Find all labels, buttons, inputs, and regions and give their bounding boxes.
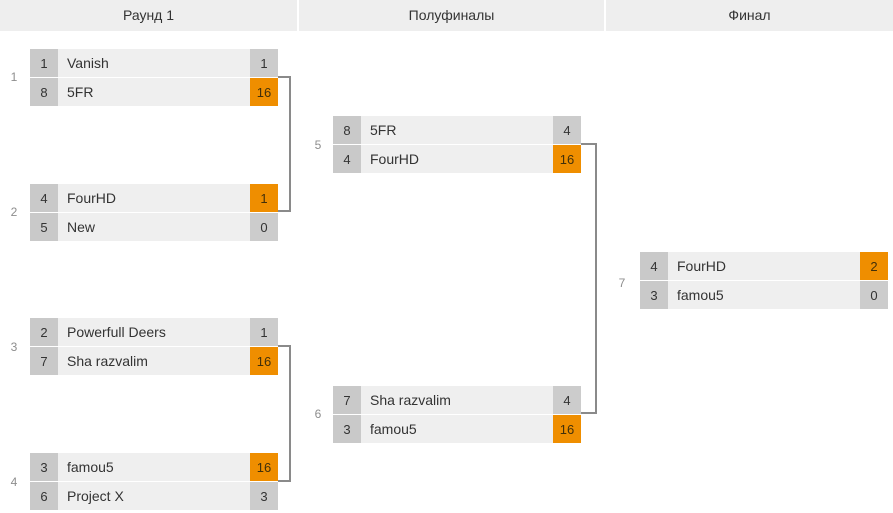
match-slot[interactable]: 7 Sha razvalim 4 [333,386,581,414]
match-slot[interactable]: 8 5FR 16 [30,78,278,106]
score-badge: 2 [860,252,888,280]
seed-badge: 4 [30,184,58,212]
score-badge: 1 [250,49,278,77]
match-number-6: 6 [314,407,322,421]
match-slot[interactable]: 3 famou5 16 [30,453,278,481]
match-7[interactable]: 4 FourHD 2 3 famou5 0 [640,252,888,310]
participant-name: New [67,219,96,235]
score-badge: 16 [250,453,278,481]
score-badge: 16 [250,347,278,375]
seed-badge: 6 [30,482,58,510]
score-badge: 16 [553,145,581,173]
score-badge: 1 [250,318,278,346]
seed-badge: 7 [30,347,58,375]
match-slot[interactable]: 4 FourHD 1 [30,184,278,212]
match-2[interactable]: 4 FourHD 1 5 New 0 [30,184,278,242]
match-number-4: 4 [10,475,18,489]
participant-name: 5FR [370,122,397,138]
round-headers: Раунд 1 Полуфиналы Финал [0,0,893,31]
match-number-2: 2 [10,205,18,219]
seed-badge: 8 [333,116,361,144]
match-slot[interactable]: 4 FourHD 16 [333,145,581,173]
participant-name: famou5 [67,459,114,475]
score-badge: 16 [250,78,278,106]
participant-name: Sha razvalim [370,392,451,408]
match-4[interactable]: 3 famou5 16 6 Project X 3 [30,453,278,511]
match-5[interactable]: 8 5FR 4 4 FourHD 16 [333,116,581,174]
match-3[interactable]: 2 Powerfull Deers 1 7 Sha razvalim 16 [30,318,278,376]
round-header-final: Финал [606,0,893,31]
seed-badge: 3 [640,281,668,309]
score-badge: 3 [250,482,278,510]
round-header-semifinals: Полуфиналы [299,0,604,31]
seed-badge: 7 [333,386,361,414]
score-badge: 1 [250,184,278,212]
seed-badge: 1 [30,49,58,77]
score-badge: 4 [553,386,581,414]
match-number-7: 7 [618,276,626,290]
match-slot[interactable]: 7 Sha razvalim 16 [30,347,278,375]
seed-badge: 4 [640,252,668,280]
seed-badge: 4 [333,145,361,173]
connector-round1-bottom [278,345,291,482]
participant-name: 5FR [67,84,94,100]
match-slot[interactable]: 6 Project X 3 [30,482,278,510]
seed-badge: 5 [30,213,58,241]
connector-semifinals [581,143,597,414]
seed-badge: 8 [30,78,58,106]
match-number-5: 5 [314,138,322,152]
participant-name: famou5 [677,287,724,303]
participant-name: Powerfull Deers [67,324,166,340]
participant-name: Vanish [67,55,109,71]
match-slot[interactable]: 8 5FR 4 [333,116,581,144]
participant-name: FourHD [67,190,117,206]
participant-name: Sha razvalim [67,353,148,369]
connector-round1-top [278,76,291,212]
participant-name: famou5 [370,421,417,437]
match-slot[interactable]: 2 Powerfull Deers 1 [30,318,278,346]
match-number-3: 3 [10,340,18,354]
score-badge: 0 [860,281,888,309]
match-1[interactable]: 1 Vanish 1 8 5FR 16 [30,49,278,107]
seed-badge: 3 [333,415,361,443]
seed-badge: 3 [30,453,58,481]
match-slot[interactable]: 3 famou5 16 [333,415,581,443]
score-badge: 16 [553,415,581,443]
participant-name: FourHD [370,151,420,167]
score-badge: 4 [553,116,581,144]
match-slot[interactable]: 1 Vanish 1 [30,49,278,77]
score-badge: 0 [250,213,278,241]
match-number-1: 1 [10,70,18,84]
seed-badge: 2 [30,318,58,346]
match-6[interactable]: 7 Sha razvalim 4 3 famou5 16 [333,386,581,444]
match-slot[interactable]: 3 famou5 0 [640,281,888,309]
round-header-round1: Раунд 1 [0,0,297,31]
match-slot[interactable]: 5 New 0 [30,213,278,241]
participant-name: Project X [67,488,124,504]
participant-name: FourHD [677,258,727,274]
match-slot[interactable]: 4 FourHD 2 [640,252,888,280]
